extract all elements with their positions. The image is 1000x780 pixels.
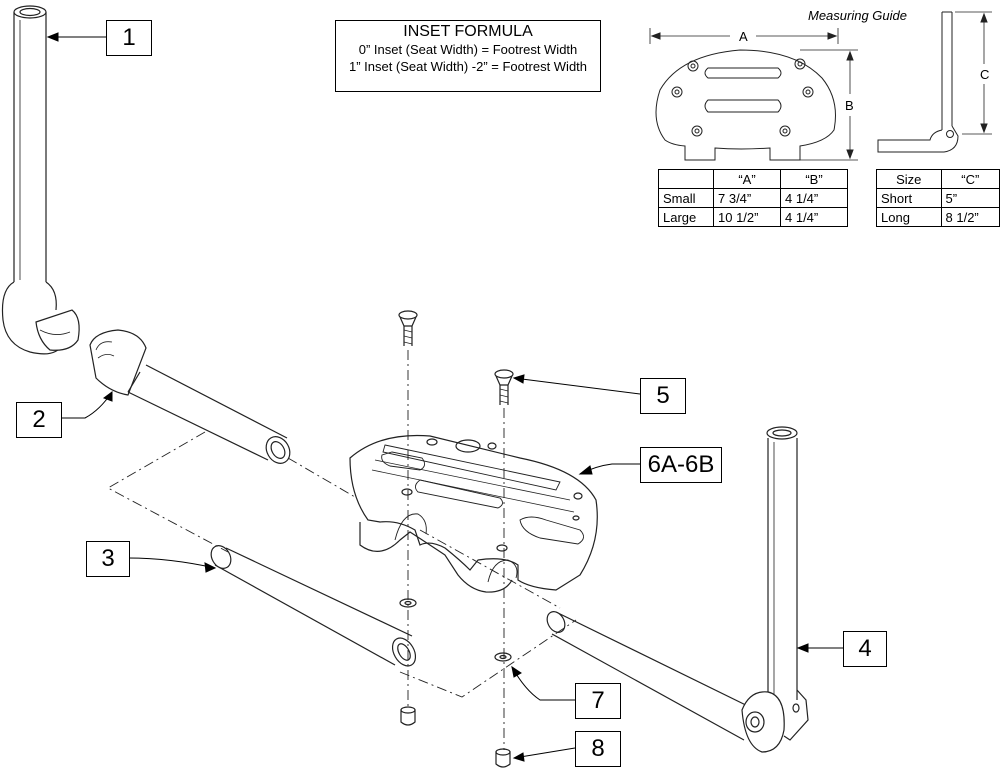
table-row: Long 8 1/2” — [876, 207, 1000, 227]
clamp-tube-part — [89, 329, 291, 464]
callout-part-4: 4 — [843, 631, 887, 667]
table-cell: 7 3/4” — [713, 188, 781, 208]
table-cell: Long — [876, 207, 942, 227]
callout-part-6a-6b: 6A-6B — [640, 447, 722, 483]
footplate-size-table: “A” “B” Small 7 3/4” 4 1/4” Large 10 1/2… — [658, 169, 848, 227]
inset-formula-box: INSET FORMULA 0” Inset (Seat Width) = Fo… — [335, 20, 601, 92]
callout-part-7: 7 — [575, 683, 621, 719]
callout-part-8: 8 — [575, 731, 621, 767]
lower-tube-part — [210, 545, 417, 667]
table-row: Large 10 1/2” 4 1/4” — [658, 207, 848, 227]
inset-formula-title: INSET FORMULA — [403, 23, 533, 40]
table-row: Short 5” — [876, 188, 1000, 208]
assembly-guide-lines — [107, 350, 577, 750]
table-header-row: “A” “B” — [658, 169, 848, 189]
callout-part-5: 5 — [640, 378, 686, 414]
table-cell: Size — [876, 169, 942, 189]
table-cell: 5” — [940, 188, 1000, 208]
table-row: Small 7 3/4” 4 1/4” — [658, 188, 848, 208]
dim-a-label: A — [739, 29, 748, 44]
table-cell — [658, 169, 714, 189]
guide-hanger-outline — [877, 11, 992, 153]
callout-part-1: 1 — [106, 20, 152, 56]
table-cell: 4 1/4” — [780, 207, 848, 227]
table-header-row: Size “C” — [876, 169, 1000, 189]
table-cell: Small — [658, 188, 714, 208]
right-hanger-part — [546, 426, 809, 753]
dim-b-label: B — [845, 98, 854, 113]
table-cell: “C” — [940, 169, 1000, 189]
table-cell: Short — [876, 188, 942, 208]
table-cell: 8 1/2” — [940, 207, 1000, 227]
guide-plate-outline — [649, 28, 858, 161]
table-cell: “A” — [713, 169, 781, 189]
footplate-part — [349, 434, 598, 593]
table-cell: “B” — [780, 169, 848, 189]
table-cell: 10 1/2” — [713, 207, 781, 227]
inset-formula-line-1: 0” Inset (Seat Width) = Footrest Width — [358, 42, 578, 57]
callout-leaders — [46, 32, 843, 762]
callout-part-3: 3 — [86, 541, 130, 577]
table-cell: 4 1/4” — [780, 188, 848, 208]
left-hanger-part — [1, 5, 80, 355]
table-cell: Large — [658, 207, 714, 227]
callout-part-2: 2 — [16, 402, 62, 438]
hanger-size-table: Size “C” Short 5” Long 8 1/2” — [876, 169, 1000, 227]
hardware-parts — [398, 310, 514, 768]
inset-formula-line-2: 1” Inset (Seat Width) -2” = Footrest Wid… — [348, 59, 588, 74]
measuring-guide-title: Measuring Guide — [808, 8, 907, 23]
dim-c-label: C — [980, 67, 989, 82]
